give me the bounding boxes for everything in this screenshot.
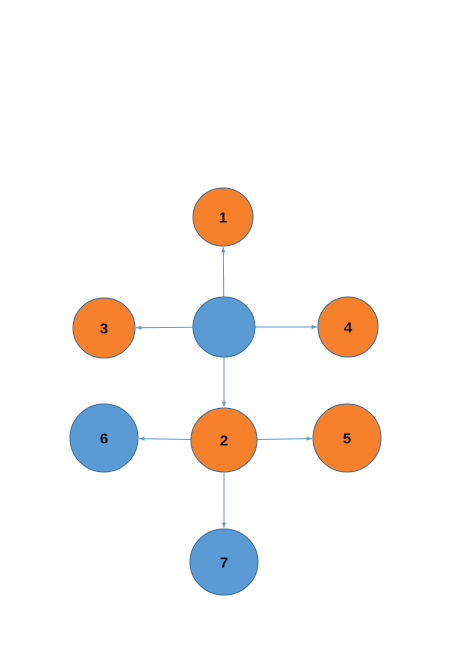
nodes-layer: 1 3 4 2 6 5 7	[69, 187, 382, 596]
node-circle-n6	[69, 403, 139, 473]
node-circle-n3	[72, 297, 136, 359]
edges-layer	[135, 246, 317, 528]
edge-n2-to-n6	[138, 436, 192, 441]
node-label-n4: 4	[344, 320, 353, 337]
node-circle-n2	[190, 407, 258, 473]
node-n5: 5	[312, 403, 382, 473]
node-circle-n5	[312, 403, 382, 473]
node-n1: 1	[192, 187, 254, 247]
node-circle-n1	[192, 187, 254, 247]
node-n7: 7	[189, 528, 259, 596]
node-label-n6: 6	[100, 431, 108, 448]
node-circle-n4	[317, 296, 379, 358]
node-label-n3: 3	[100, 321, 108, 338]
node-label-n2: 2	[220, 433, 228, 450]
edge-n2-to-n5	[256, 436, 313, 441]
node-label-n7: 7	[220, 555, 228, 572]
node-circle-center	[192, 296, 256, 358]
node-label-n1: 1	[219, 210, 227, 227]
node-center	[192, 296, 256, 358]
node-n4: 4	[317, 296, 379, 358]
node-n6: 6	[69, 403, 139, 473]
node-circle-n7	[189, 528, 259, 596]
node-n3: 3	[72, 297, 136, 359]
node-label-n5: 5	[343, 431, 351, 448]
node-n2: 2	[190, 407, 258, 473]
